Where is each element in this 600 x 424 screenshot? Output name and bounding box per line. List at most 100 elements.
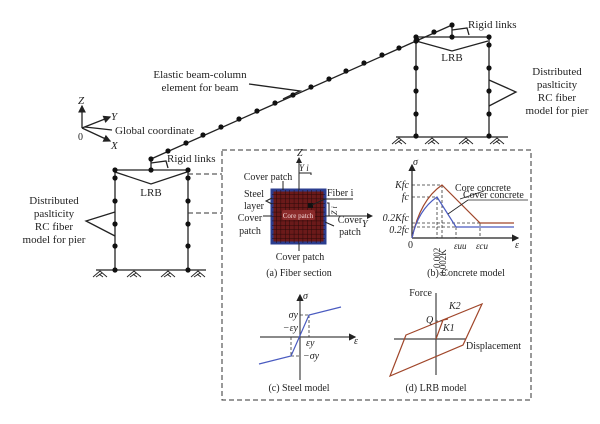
cover-concrete-curve <box>411 196 514 239</box>
steel-pointer <box>264 197 273 205</box>
lrb-initial-branch <box>435 318 449 340</box>
core-concrete-label: Core concrete <box>455 183 511 194</box>
lrb-left-label: LRB <box>140 187 161 199</box>
node <box>486 88 492 94</box>
lrb-caption: (d) LRB model <box>405 383 466 394</box>
node <box>431 29 437 35</box>
sy-label: σy <box>289 310 299 321</box>
k1-label: K1 <box>442 323 455 334</box>
node <box>185 198 191 204</box>
pinned-support-icon <box>458 137 474 145</box>
steel-eps-label: ε <box>354 336 358 347</box>
node <box>185 167 191 173</box>
coord-x-axis <box>81 127 112 142</box>
cover-left-2: patch <box>239 226 261 237</box>
node-group <box>112 22 492 273</box>
concrete-model: σ ε 0 Kfc fc 0.2Kfc 0.2fc 0.002 0.002K ε… <box>383 157 528 279</box>
rigid-links-right-label: Rigid links <box>468 19 517 31</box>
steel-sigma-label: σ <box>303 291 309 302</box>
steel-label-2: layer <box>244 201 265 212</box>
pier-left-label-4: model for pier <box>23 234 86 246</box>
tick-0002k: 0.002K <box>438 249 448 276</box>
node <box>486 34 492 40</box>
steel-caption: (c) Steel model <box>268 383 329 394</box>
pinned-support-icon <box>424 137 440 145</box>
concrete-eps-label: ε <box>515 240 519 251</box>
core-patch-label-bg <box>282 210 315 220</box>
cover-concrete-label: Cover concrete <box>463 190 524 201</box>
coord-x-label: X <box>110 140 119 152</box>
steel-curve <box>258 306 342 365</box>
cover-right-pointer <box>324 221 335 227</box>
node <box>218 124 224 130</box>
coord-label: Global coordinate <box>115 125 194 137</box>
node <box>200 132 206 138</box>
tick-0002: 0.002 <box>432 248 442 268</box>
concrete-sigma-label: σ <box>413 157 419 168</box>
q-label: Q <box>426 315 434 326</box>
cover-right-2: patch <box>339 227 361 238</box>
lrb-force-label: Force <box>409 288 432 299</box>
neg-sy-label: −σy <box>303 351 320 362</box>
support-group <box>92 137 505 278</box>
node <box>148 167 154 173</box>
pier-left-label-2: paslticity <box>34 208 75 220</box>
node <box>290 92 296 98</box>
pinned-support-icon <box>391 137 407 145</box>
detail-box <box>188 149 532 401</box>
left-pier-pointer <box>84 211 116 237</box>
node <box>326 76 332 82</box>
node <box>486 42 492 48</box>
node <box>254 108 260 114</box>
right-lrb-pointer <box>415 40 489 52</box>
tick-ecu: εcu <box>476 241 489 251</box>
node <box>185 267 191 273</box>
detail-frame <box>221 149 532 401</box>
pier-right-label-2: paslticity <box>537 79 578 91</box>
pinned-support-icon <box>160 270 176 278</box>
pinned-support-icon <box>92 270 108 278</box>
node <box>413 133 419 139</box>
node <box>183 140 189 146</box>
cover-patch-bottom: Cover patch <box>276 252 325 263</box>
node <box>165 148 171 154</box>
pier-right-label-1: Distributed <box>532 66 582 78</box>
pier-left-label-3: RC fiber <box>35 221 74 233</box>
node <box>361 60 367 66</box>
node <box>185 243 191 249</box>
pier-right-label: Distributed paslticity RC fiber model fo… <box>526 66 589 117</box>
steel-label-1: Steel <box>244 189 264 200</box>
fiber-label: Fiber i <box>327 188 354 199</box>
fiber-i <box>308 203 313 208</box>
node <box>486 133 492 139</box>
yi-label: Y i <box>299 163 309 173</box>
coord-origin-label: 0 <box>78 132 83 143</box>
concrete-origin: 0 <box>408 240 413 251</box>
node <box>112 267 118 273</box>
fiber-pointer <box>311 198 326 206</box>
left-rigid-link-pointer <box>150 160 169 169</box>
cover-patch-top: Cover patch <box>244 172 293 183</box>
coord-pointer <box>84 126 113 131</box>
lrb-right-label: LRB <box>441 52 462 64</box>
node <box>413 111 419 117</box>
node <box>185 221 191 227</box>
pier-left-label: Distributed paslticity RC fiber model fo… <box>23 195 86 246</box>
ey-label: εy <box>306 338 315 349</box>
node <box>449 22 455 28</box>
node <box>112 175 118 181</box>
zi-dimension <box>327 202 330 217</box>
node <box>413 65 419 71</box>
steel-model: σ ε σy −εy εy −σy (c) Steel model <box>258 291 358 394</box>
rigid-links-left-label: Rigid links <box>167 153 216 165</box>
coord-y-label: Y <box>111 111 119 123</box>
tick-02fc: 0.2fc <box>389 225 409 236</box>
yi-dimension <box>298 172 312 175</box>
k2-label: K2 <box>448 301 461 312</box>
pier-right-label-3: RC fiber <box>538 92 577 104</box>
lrb-hysteresis-loop <box>388 302 484 378</box>
tick-kfc: Kfc <box>394 180 409 191</box>
node <box>486 65 492 71</box>
tick-02kfc: 0.2Kfc <box>383 213 410 224</box>
node <box>413 38 419 44</box>
